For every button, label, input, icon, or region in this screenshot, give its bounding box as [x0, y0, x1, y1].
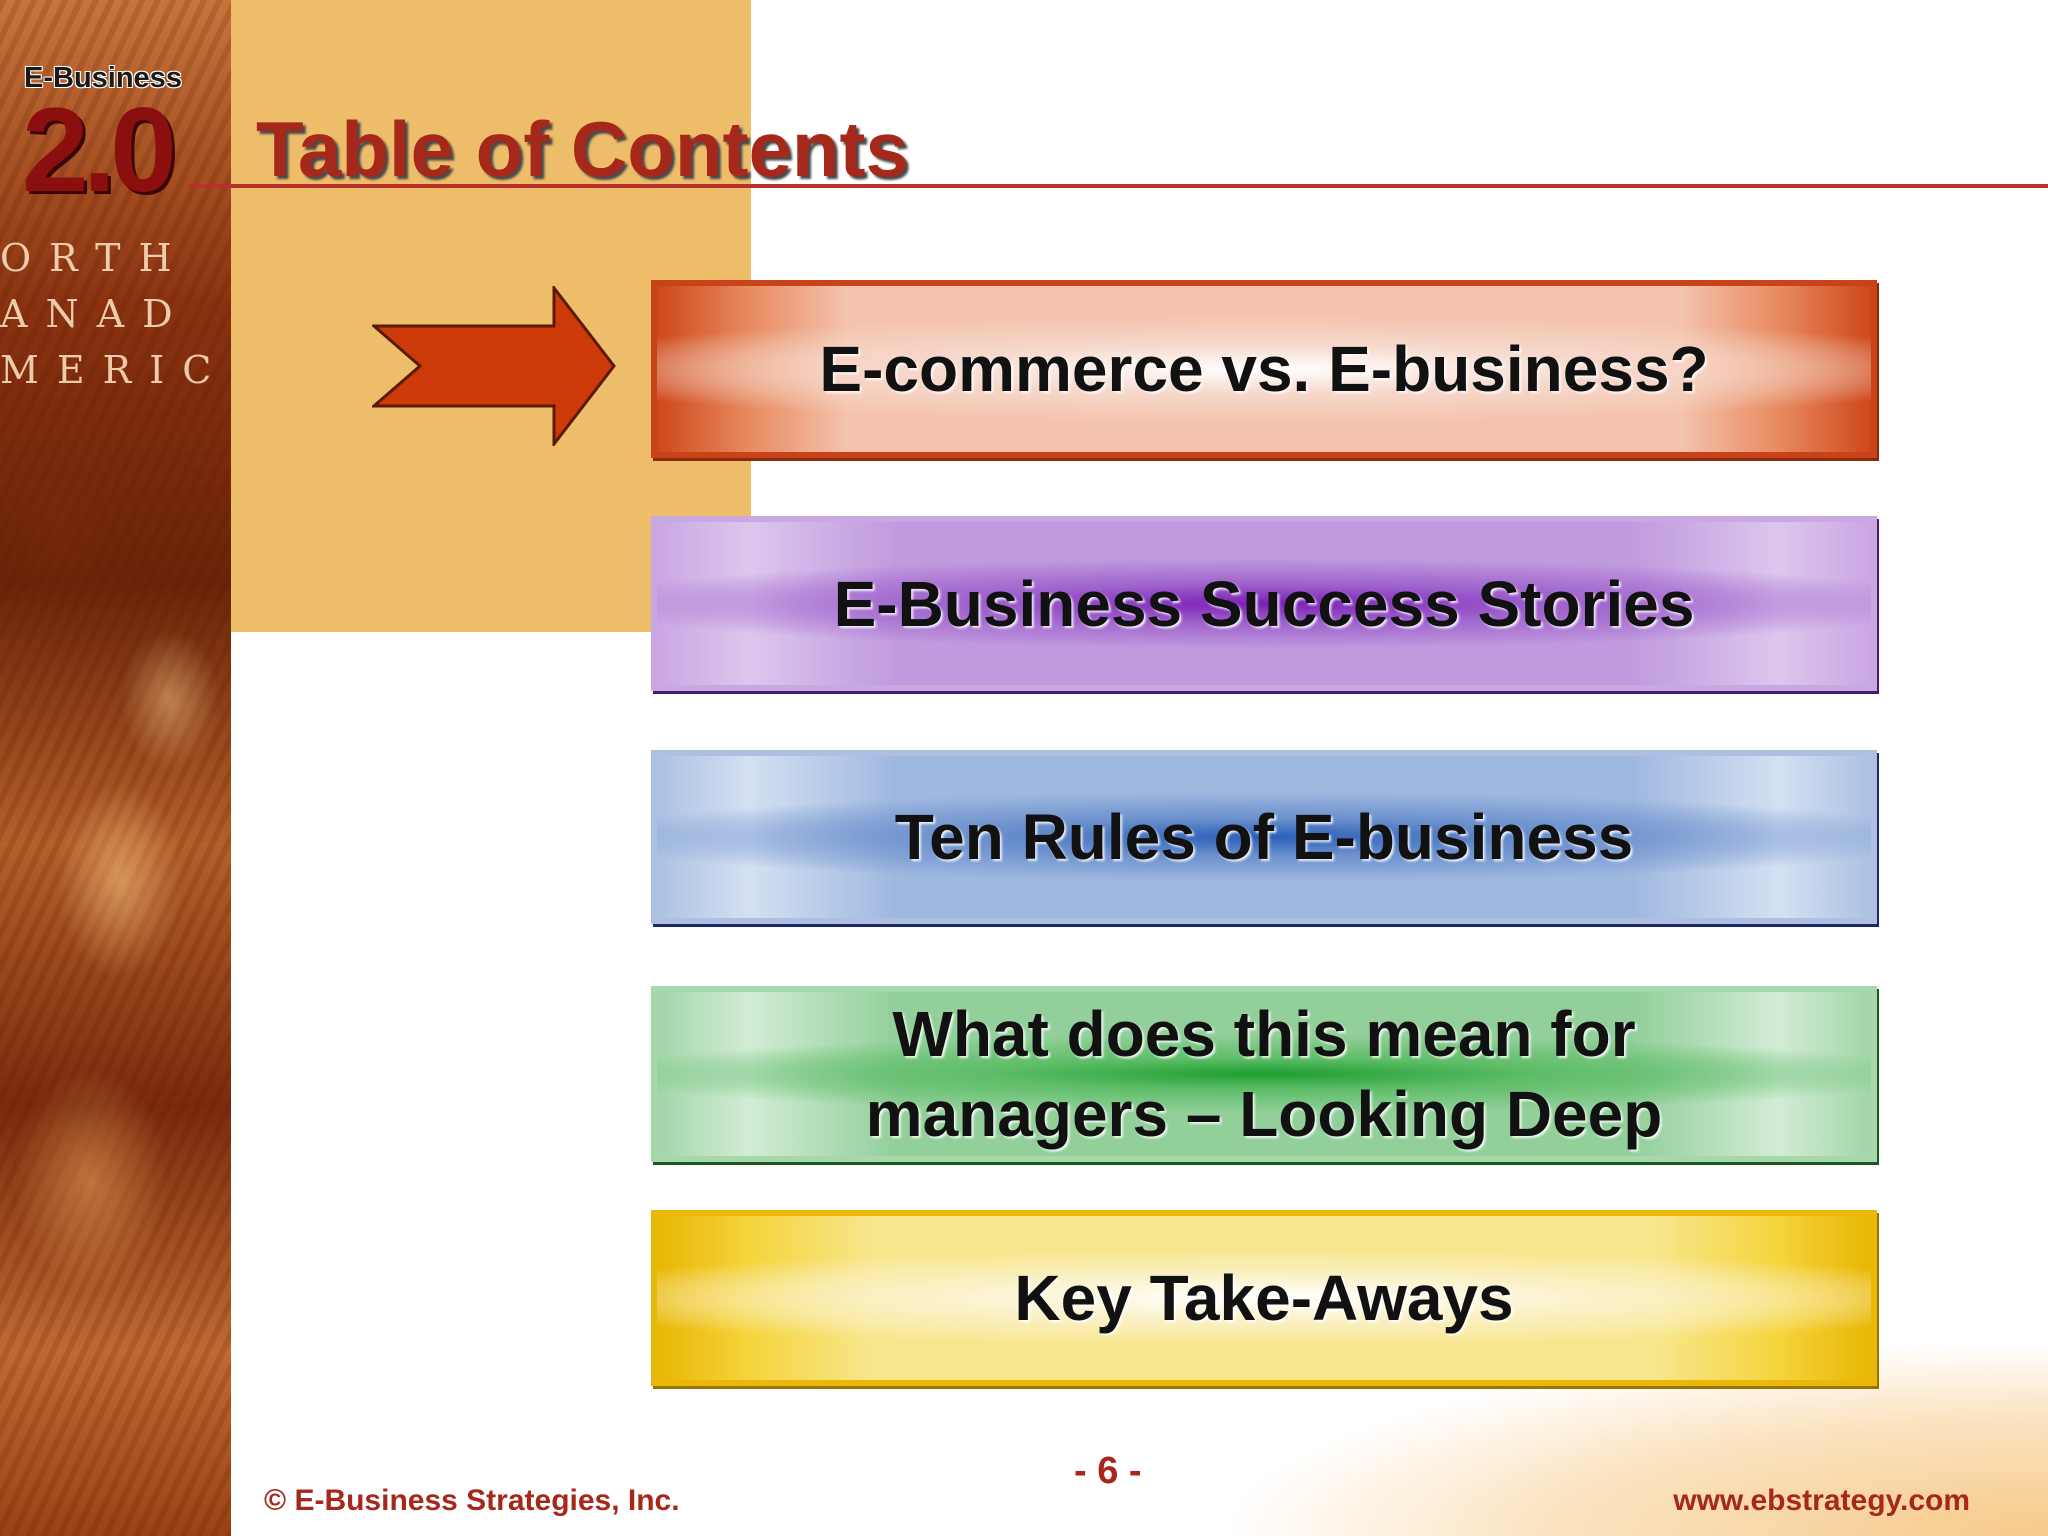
- toc-item-managers-looking-deep[interactable]: What does this mean for managers – Looki…: [651, 986, 1877, 1162]
- logo-version: 2.0: [22, 83, 177, 217]
- toc-item-label: E-commerce vs. E-business?: [819, 333, 1709, 405]
- arrow-right-icon: [369, 283, 617, 451]
- decorative-map-strip: ORTH ANAD MERIC: [0, 0, 231, 1536]
- toc-item-ten-rules[interactable]: Ten Rules of E-business: [651, 750, 1877, 924]
- toc-item-success-stories[interactable]: E-Business Success Stories: [651, 516, 1877, 691]
- toc-item-label: E-Business Success Stories: [833, 567, 1695, 640]
- toc-item-ecommerce-vs-ebusiness[interactable]: E-commerce vs. E-business?: [651, 280, 1877, 458]
- page-title: Table of Contents: [256, 105, 909, 193]
- footer-copyright: © E-Business Strategies, Inc.: [264, 1484, 680, 1517]
- page-number: - 6 -: [1074, 1450, 1142, 1492]
- toc-item-label: What does this mean for managers – Looki…: [865, 998, 1663, 1150]
- toc-item-label: Ten Rules of E-business: [894, 801, 1634, 873]
- footer-website-link[interactable]: www.ebstrategy.com: [1673, 1484, 1970, 1517]
- toc-item-label: Key Take-Aways: [1014, 1262, 1514, 1334]
- title-divider: [188, 184, 2048, 188]
- map-texture: ORTH ANAD MERIC: [0, 236, 230, 392]
- toc-item-key-take-aways[interactable]: Key Take-Aways: [651, 1210, 1877, 1386]
- logo-subtitle: E-Business: [24, 62, 182, 94]
